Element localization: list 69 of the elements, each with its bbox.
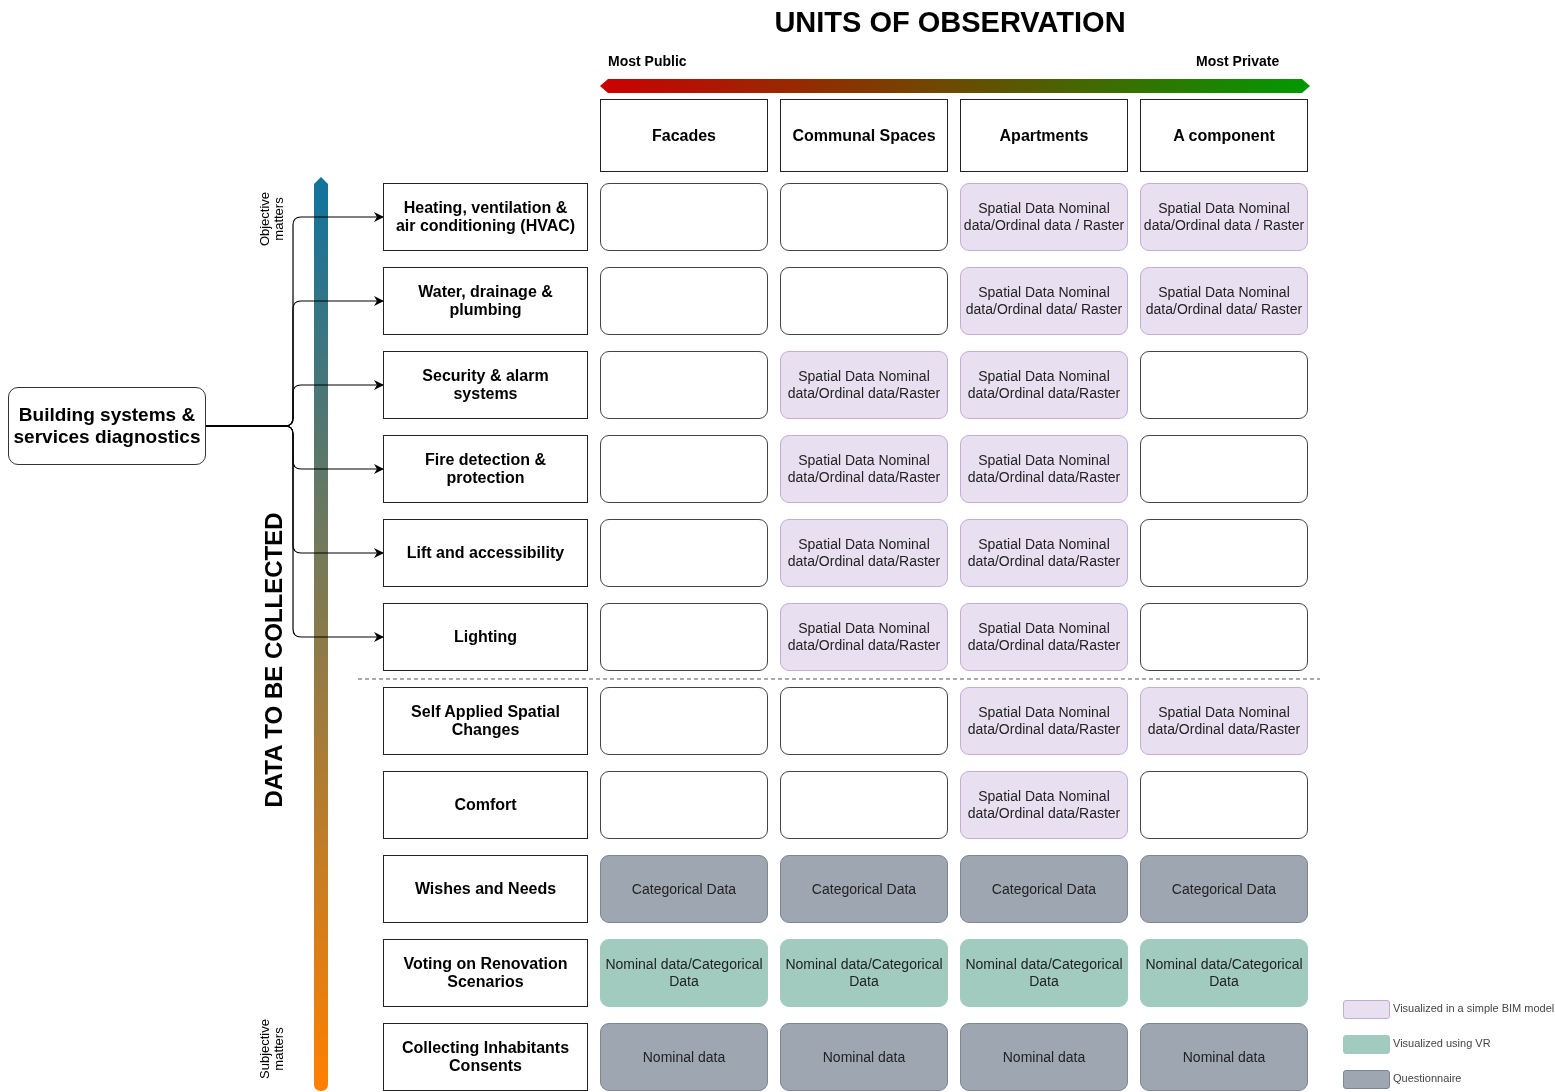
data-cell: Spatial Data Nominal data/Ordinal data/Raster <box>960 519 1128 587</box>
empty-cell <box>600 519 768 587</box>
data-cell: Spatial Data Nominal data/Ordinal data/Raster <box>960 603 1128 671</box>
empty-cell <box>600 687 768 755</box>
empty-cell <box>1140 771 1308 839</box>
axis-end-label: Objective matters <box>258 190 286 249</box>
empty-cell <box>600 183 768 251</box>
data-cell: Nominal data/Categorical Data <box>1140 939 1308 1007</box>
row-header: Wishes and Needs <box>383 855 588 923</box>
data-cell: Categorical Data <box>1140 855 1308 923</box>
data-cell: Spatial Data Nominal data/Ordinal data/ Raster <box>960 267 1128 335</box>
row-header: Lighting <box>383 603 588 671</box>
data-cell: Spatial Data Nominal data/Ordinal data / Raster <box>1140 183 1308 251</box>
diagram-title: UNITS OF OBSERVATION <box>773 6 1127 39</box>
data-cell: Nominal data/Categorical Data <box>600 939 768 1007</box>
row-header: Fire detection & protection <box>383 435 588 503</box>
topic-box: Building systems & services diagnostics <box>8 387 206 465</box>
data-cell: Spatial Data Nominal data/Ordinal data/ Raster <box>1140 267 1308 335</box>
column-header: Facades <box>600 99 768 172</box>
row-header: Lift and accessibility <box>383 519 588 587</box>
row-header: Heating, ventilation & air conditioning (HVAC) <box>383 183 588 251</box>
data-cell: Spatial Data Nominal data/Ordinal data/Raster <box>780 603 948 671</box>
data-cell: Categorical Data <box>960 855 1128 923</box>
row-header: Security & alarm systems <box>383 351 588 419</box>
row-header: Water, drainage & plumbing <box>383 267 588 335</box>
data-cell: Spatial Data Nominal data/Ordinal data/Raster <box>960 771 1128 839</box>
legend-label: Visualized using VR <box>1393 1037 1491 1049</box>
data-cell: Nominal data <box>780 1023 948 1091</box>
row-header: Self Applied Spatial Changes <box>383 687 588 755</box>
empty-cell <box>600 351 768 419</box>
data-cell: Spatial Data Nominal data/Ordinal data/Raster <box>780 519 948 587</box>
data-cell: Spatial Data Nominal data/Ordinal data/Raster <box>960 687 1128 755</box>
data-cell: Spatial Data Nominal data/Ordinal data/Raster <box>960 435 1128 503</box>
data-cell: Nominal data/Categorical Data <box>960 939 1128 1007</box>
scale-label: Most Public <box>608 53 687 69</box>
data-cell: Nominal data/Categorical Data <box>780 939 948 1007</box>
data-cell: Spatial Data Nominal data/Ordinal data/Raster <box>780 351 948 419</box>
empty-cell <box>780 183 948 251</box>
column-header: A component <box>1140 99 1308 172</box>
data-cell: Spatial Data Nominal data/Ordinal data / Raster <box>960 183 1128 251</box>
data-cell: Spatial Data Nominal data/Ordinal data/Raster <box>780 435 948 503</box>
data-cell: Nominal data <box>960 1023 1128 1091</box>
data-cell: Spatial Data Nominal data/Ordinal data/Raster <box>1140 687 1308 755</box>
empty-cell <box>600 603 768 671</box>
data-cell: Spatial Data Nominal data/Ordinal data/Raster <box>960 351 1128 419</box>
legend-label: Visualized in a simple BIM model <box>1393 1002 1555 1014</box>
column-header: Communal Spaces <box>780 99 948 172</box>
empty-cell <box>600 771 768 839</box>
data-cell: Categorical Data <box>600 855 768 923</box>
empty-cell <box>1140 435 1308 503</box>
data-cell: Categorical Data <box>780 855 948 923</box>
empty-cell <box>600 435 768 503</box>
column-header: Apartments <box>960 99 1128 172</box>
row-header: Collecting Inhabitants Consents <box>383 1023 588 1091</box>
empty-cell <box>1140 519 1308 587</box>
empty-cell <box>600 267 768 335</box>
empty-cell <box>1140 351 1308 419</box>
axis-end-label: Subjective matters <box>258 1018 286 1081</box>
row-header: Voting on Renovation Scenarios <box>383 939 588 1007</box>
empty-cell <box>1140 603 1308 671</box>
empty-cell <box>780 771 948 839</box>
legend-label: Questionnaire <box>1393 1072 1462 1084</box>
axis-title: DATA TO BE COLLECTED <box>259 512 288 808</box>
row-header: Comfort <box>383 771 588 839</box>
empty-cell <box>780 687 948 755</box>
empty-cell <box>780 267 948 335</box>
data-cell: Nominal data <box>1140 1023 1308 1091</box>
data-cell: Nominal data <box>600 1023 768 1091</box>
scale-label: Most Private <box>1196 53 1280 69</box>
